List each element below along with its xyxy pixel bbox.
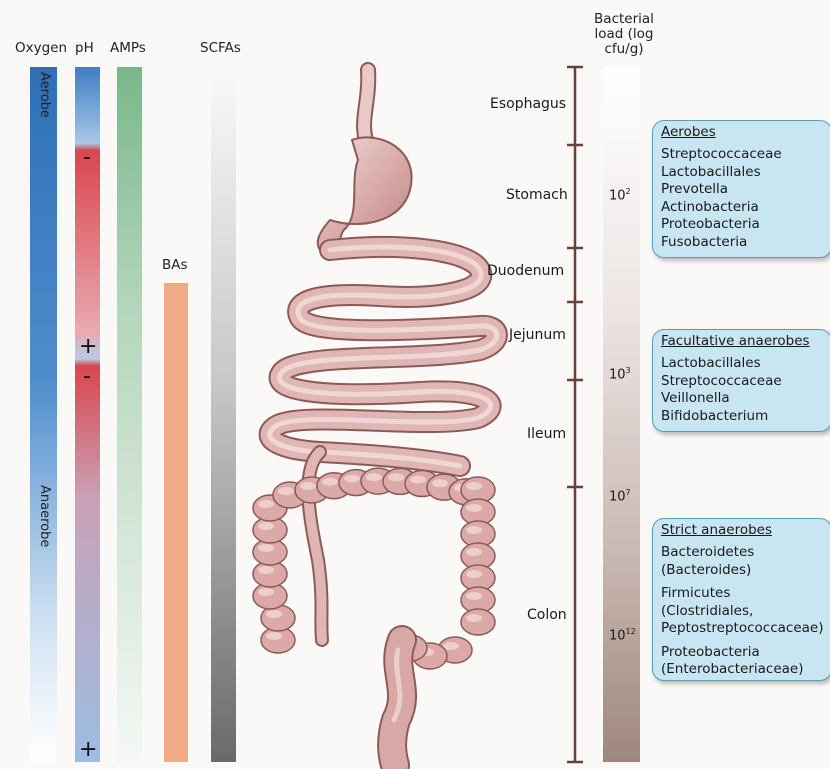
list-item: Proteobacteria: [661, 644, 830, 662]
list-item: (Clostridiales,: [661, 603, 830, 621]
list-item: Streptococcaceae: [661, 146, 830, 164]
list-item: Actinobacteria: [661, 199, 830, 217]
list-item: (Enterobacteriaceae): [661, 661, 830, 679]
list-item: Lactobacillales: [661, 355, 830, 373]
region-duodenum: Duodenum: [487, 263, 564, 279]
list-item: Firmicutes: [661, 585, 830, 603]
list-item: Prevotella: [661, 181, 830, 199]
region-stomach: Stomach: [506, 187, 568, 203]
list-item: Proteobacteria: [661, 216, 830, 234]
region-jejunum: Jejunum: [509, 327, 566, 343]
region-esophagus: Esophagus: [490, 96, 566, 112]
list-item: Streptococcaceae: [661, 373, 830, 391]
facultative-anaerobes-box: Facultative anaerobes Lactobacillales St…: [652, 329, 830, 432]
strict-anaerobes-title: Strict anaerobes: [661, 522, 830, 538]
list-item: Fusobacteria: [661, 234, 830, 252]
list-item: Bacteroidetes: [661, 544, 830, 562]
list-item: Lactobacillales: [661, 164, 830, 182]
list-item: Veillonella: [661, 390, 830, 408]
list-item: Bifidobacterium: [661, 408, 830, 426]
region-ileum: Ileum: [527, 426, 566, 442]
aerobes-title: Aerobes: [661, 124, 830, 140]
region-colon: Colon: [527, 607, 567, 623]
load-label-2: 103: [609, 366, 631, 382]
list-item: (Bacteroides): [661, 562, 830, 580]
list-item: Peptostreptococcaceae): [661, 620, 830, 638]
load-label-1: 102: [609, 187, 631, 203]
load-label-4: 1012: [609, 627, 636, 643]
strict-anaerobes-box: Strict anaerobes Bacteroidetes (Bacteroi…: [652, 518, 830, 681]
facultative-anaerobes-title: Facultative anaerobes: [661, 333, 830, 349]
aerobes-box: Aerobes Streptococcaceae Lactobacillales…: [652, 120, 830, 258]
load-label-3: 107: [609, 488, 631, 504]
